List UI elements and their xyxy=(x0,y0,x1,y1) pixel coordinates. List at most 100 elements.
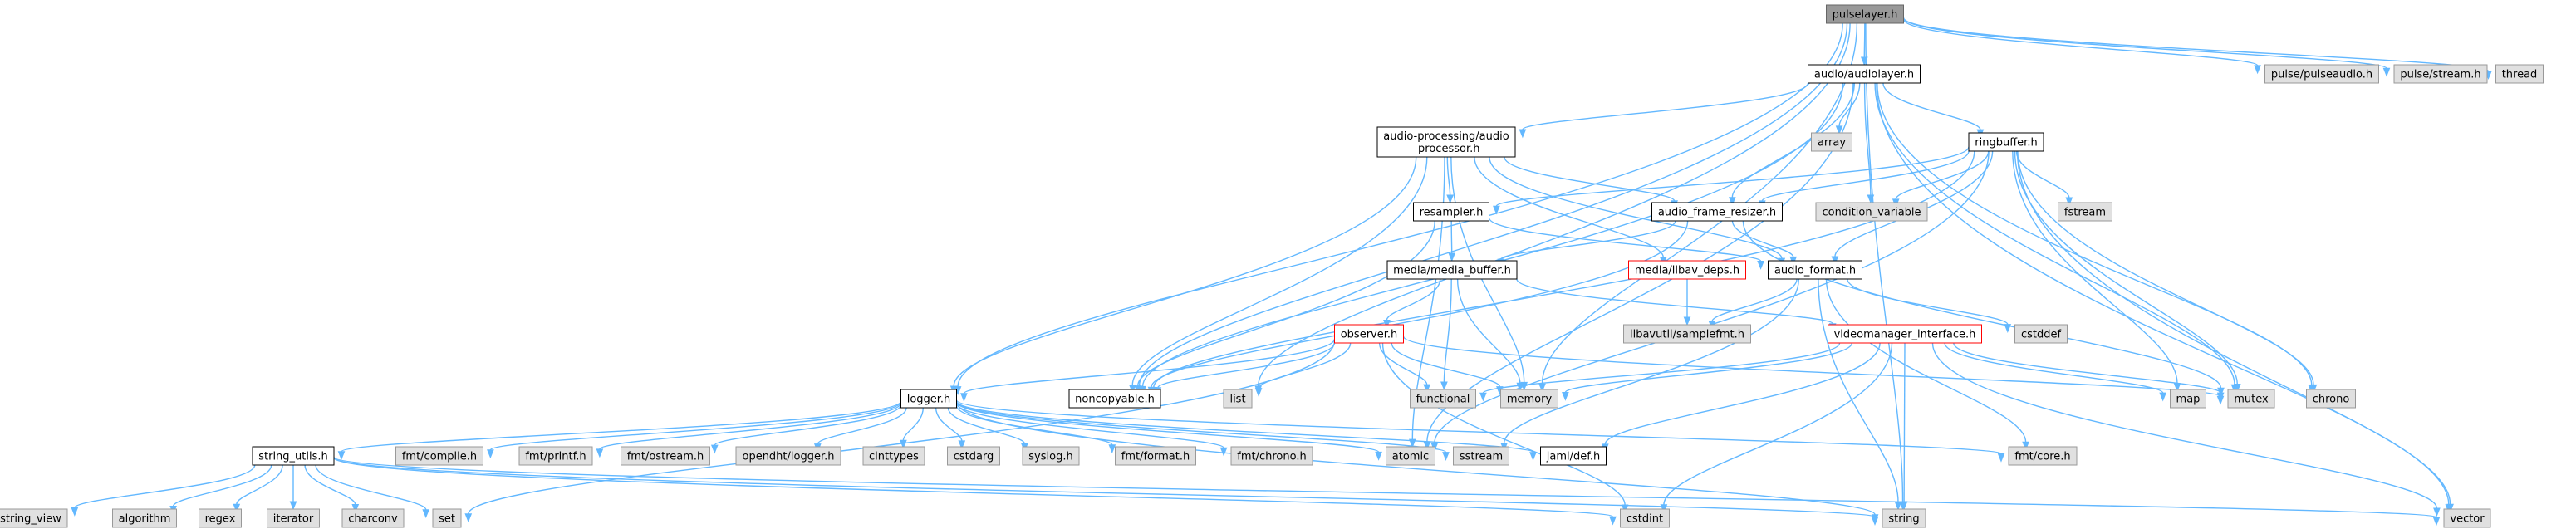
node-audio-frame-resizer-h[interactable]: audio_frame_resizer.h xyxy=(1651,202,1783,222)
node-audio-format-h[interactable]: audio_format.h xyxy=(1768,260,1862,280)
node-box xyxy=(518,446,593,466)
node-audio-audiolayer-h[interactable]: audio/audiolayer.h xyxy=(1808,64,1921,84)
edge-string_utils_h-to-string_view xyxy=(71,464,256,517)
edge-audio_processor_h-to-resampler_h xyxy=(1446,156,1454,204)
edge-line xyxy=(1604,342,1881,445)
edge-videomanager_interface_h-to-map xyxy=(1944,342,2167,402)
edge-arrowhead xyxy=(464,513,473,523)
node-fstream: fstream xyxy=(2058,202,2112,222)
edge-line xyxy=(1381,342,1626,506)
edge-line xyxy=(1131,156,1428,385)
edge-line xyxy=(1711,278,1798,322)
edge-arrowhead xyxy=(2004,324,2012,333)
node-label: memory xyxy=(1507,394,1553,406)
edge-audio_frame_resizer_h-to-audio_format_h xyxy=(1731,220,1798,266)
edge-line xyxy=(1953,342,2221,394)
node-label: mutex xyxy=(2234,394,2269,406)
edge-arrowhead xyxy=(1562,392,1569,401)
node-logger-h[interactable]: logger.h xyxy=(900,389,957,409)
edge-line xyxy=(955,399,2002,455)
edge-arrowhead xyxy=(2254,65,2261,75)
edge-logger_h-to-fmt_printf_h xyxy=(596,402,902,458)
node-resampler-h[interactable]: resampler.h xyxy=(1413,202,1489,222)
edge-audio_audiolayer_h-to-chrono xyxy=(1877,82,2316,394)
edge-audio_processor_h-to-noncopyable_h xyxy=(1128,156,1428,394)
node-videomanager-interface-h[interactable]: videomanager_interface.h xyxy=(1828,324,1982,344)
edge-line xyxy=(74,464,256,509)
edge-arrowhead xyxy=(1997,453,2005,463)
node-label: media/libav_deps.h xyxy=(1635,265,1739,277)
node-noncopyable-h[interactable]: noncopyable.h xyxy=(1068,389,1161,409)
node-pulselayer-h[interactable]: pulselayer.h xyxy=(1826,4,1904,24)
edge-arrowhead xyxy=(1683,316,1691,326)
node-label: fmt/core.h xyxy=(2014,451,2070,463)
edge-observer_h-to-list xyxy=(1254,342,1352,397)
node-media-media-buffer-h[interactable]: media/media_buffer.h xyxy=(1386,260,1518,280)
edge-arrowhead xyxy=(2159,392,2167,402)
node-box xyxy=(2393,64,2488,84)
node-box xyxy=(1768,260,1862,280)
edge-line xyxy=(714,404,902,446)
edge-arrowhead xyxy=(1442,452,1450,461)
node-box xyxy=(1882,508,1926,528)
node-media-libav-deps-h[interactable]: media/libav_deps.h xyxy=(1628,260,1746,280)
edge-pulselayer_h-to-pulse_stream_h xyxy=(1902,17,2391,77)
node-opendht-logger-h: opendht/logger.h xyxy=(735,446,841,466)
edge-arrowhead xyxy=(1375,451,1382,461)
node-box xyxy=(1022,446,1080,466)
edge-line xyxy=(1446,156,1451,196)
edge-line xyxy=(1902,17,2490,72)
node-label: cstdarg xyxy=(954,451,994,463)
node-label: condition_variable xyxy=(1822,207,1921,219)
node-sstream: sstream xyxy=(1453,446,1509,466)
node-label: jami/def.h xyxy=(1546,451,1601,463)
edge-line xyxy=(1931,342,2438,509)
node-label: noncopyable.h xyxy=(1075,394,1155,406)
node-label: string_utils.h xyxy=(258,451,328,463)
edge-arrowhead xyxy=(900,439,907,449)
node-label: audio/audiolayer.h xyxy=(1814,69,1914,81)
edge-line xyxy=(2016,150,2451,505)
node-label: vector xyxy=(2450,513,2485,526)
node-label: pulse/stream.h xyxy=(2400,69,2480,81)
edge-arrowhead xyxy=(1609,516,1617,526)
edge-arrowhead xyxy=(351,504,360,513)
edge-arrowhead xyxy=(1479,392,1487,402)
node-vector: vector xyxy=(2443,508,2491,528)
node-box xyxy=(1828,324,1982,344)
node-condition-variable: condition_variable xyxy=(1815,202,1928,222)
edge-line xyxy=(304,464,356,505)
edge-ringbuffer_h-to-map xyxy=(2012,150,2181,393)
node-audio-processor-h[interactable]: audio-processing/audio_processor.h xyxy=(1376,126,1516,158)
node-box xyxy=(2170,389,2206,409)
edge-videomanager_interface_h-to-jami_def_h xyxy=(1601,342,1881,453)
node-label: fstream xyxy=(2064,207,2106,219)
node-observer-h[interactable]: observer.h xyxy=(1334,324,1404,344)
node-label: atomic xyxy=(1392,451,1429,463)
edge-line xyxy=(817,407,907,445)
edge-line xyxy=(341,400,902,453)
edge-videomanager_interface_h-to-memory xyxy=(1562,342,1852,401)
node-ringbuffer-h[interactable]: ringbuffer.h xyxy=(1968,132,2044,152)
node-box xyxy=(900,389,957,409)
edge-line xyxy=(333,456,2437,518)
edge-arrowhead xyxy=(1254,388,1263,397)
edge-audio_audiolayer_h-to-mutex xyxy=(1874,82,2239,394)
edge-line xyxy=(1386,278,1441,321)
edge-line xyxy=(1489,156,1783,259)
edge-line xyxy=(172,464,272,507)
edge-logger_h-to-fmt_ostream_h xyxy=(710,404,902,454)
edge-line xyxy=(955,400,1534,453)
node-label: fmt/format.h xyxy=(1121,451,1190,463)
node-jami-def-h[interactable]: jami/def.h xyxy=(1540,446,1607,466)
node-string-utils-h[interactable]: string_utils.h xyxy=(252,446,335,466)
edge-arrowhead xyxy=(958,440,966,450)
edge-observer_h-to-functional xyxy=(1378,342,1431,394)
node-string-view: string_view xyxy=(0,508,68,528)
edge-audio_audiolayer_h-to-ringbuffer_h xyxy=(1882,82,1985,139)
node-box xyxy=(862,446,925,466)
edges-layer xyxy=(71,17,2492,527)
edge-line xyxy=(2017,150,2314,385)
edge-logger_h-to-fmt_chrono_h xyxy=(955,403,1228,457)
